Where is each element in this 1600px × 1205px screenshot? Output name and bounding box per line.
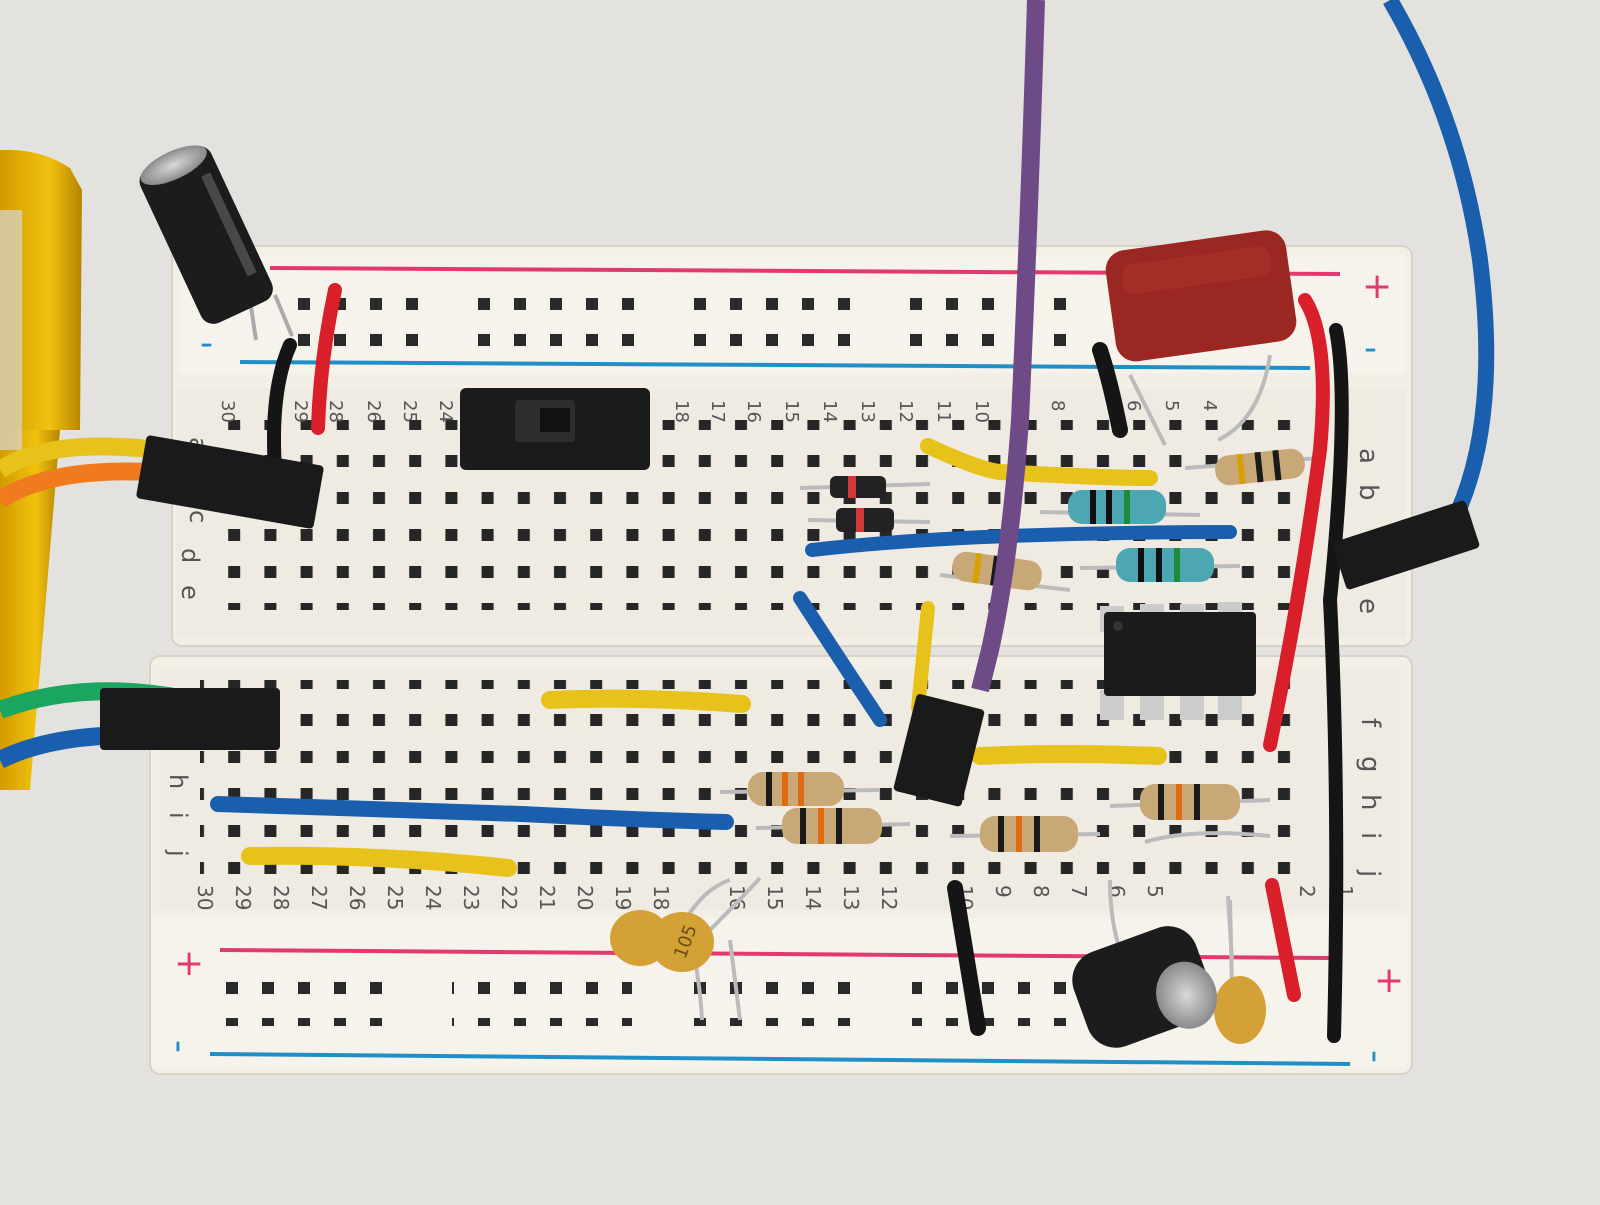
- top-col-15: 15: [781, 400, 802, 423]
- diode: [799, 476, 931, 498]
- bottom-right-letter-j: j: [1355, 869, 1385, 877]
- top-col-24: 24: [435, 400, 456, 423]
- top-col-12: 12: [895, 400, 916, 423]
- bottom-col-16: 16: [725, 885, 749, 910]
- bottom-col-14: 14: [801, 885, 825, 910]
- resistor: [949, 816, 1101, 852]
- bottom-col-15: 15: [763, 885, 787, 910]
- top-col-4: 4: [1199, 400, 1220, 411]
- bottom-right-letter-g: g: [1355, 756, 1385, 773]
- top-right-letter-e: e: [1353, 598, 1383, 614]
- top-col-17: 17: [707, 400, 728, 423]
- top-row-letter-e: e: [176, 585, 204, 600]
- resistor: [1039, 490, 1201, 524]
- bottom-col-18: 18: [649, 885, 673, 910]
- bottom-right-letter-h: h: [1355, 794, 1385, 810]
- red-jumper-wire: [311, 283, 342, 435]
- diode: [807, 508, 931, 532]
- top-col-18: 18: [671, 400, 692, 423]
- bottom-col-7: 7: [1067, 885, 1091, 898]
- resistor: [719, 772, 881, 806]
- bottom-col-22: 22: [497, 885, 521, 910]
- rail-minus-label-right: -: [1364, 328, 1377, 369]
- yellow-jumper-wire: [541, 689, 751, 713]
- top-col-26: 26: [363, 400, 384, 423]
- bottom-col-25: 25: [383, 885, 407, 910]
- ic-chip-icon: [1100, 602, 1256, 720]
- top-right-letter-a: a: [1353, 448, 1383, 464]
- yellow-jumper-wire: [911, 601, 935, 715]
- black-jumper-wire: [1092, 342, 1128, 438]
- top-right-letter-b: b: [1353, 484, 1383, 501]
- top-col-11: 11: [933, 400, 954, 423]
- jumper-lead: [1144, 831, 1271, 844]
- resistor: [1184, 448, 1321, 486]
- bottom-col-13: 13: [839, 885, 863, 910]
- bottom-col-23: 23: [459, 885, 483, 910]
- black-jumper-wire: [267, 338, 297, 477]
- bottom-col-5: 5: [1143, 885, 1167, 898]
- rail-plus-label: +: [1362, 266, 1392, 307]
- bottom-col-9: 9: [991, 885, 1015, 898]
- bottom-rail-plus-left: +: [174, 943, 204, 984]
- red-jumper-wire: [1265, 878, 1301, 1002]
- capacitor-icon: [1072, 879, 1234, 1048]
- purple-wire-connector: [893, 0, 1045, 807]
- top-col-10: 10: [971, 400, 992, 423]
- capacitor-icon: [139, 145, 294, 341]
- bottom-col-26: 26: [345, 885, 369, 910]
- top-row-letter-c: c: [184, 510, 212, 523]
- blue-wire-connector: [1332, 0, 1495, 590]
- bottom-row-letter-i: i: [164, 812, 192, 819]
- bottom-col-21: 21: [535, 885, 559, 910]
- top-col-16: 16: [743, 400, 764, 423]
- top-row-letter-d: d: [176, 548, 204, 563]
- bottom-col-28: 28: [269, 885, 293, 910]
- dupont-cable-green-blue: [0, 682, 280, 769]
- bottom-rail-minus-right: -: [1355, 1050, 1396, 1063]
- top-col-30: 30: [217, 400, 238, 423]
- red-jumper-wire: [1263, 293, 1330, 752]
- bottom-col-24: 24: [421, 885, 445, 910]
- top-col-13: 13: [857, 400, 878, 423]
- blue-jumper-wire: [793, 591, 887, 727]
- bottom-rail-plus-right: +: [1374, 960, 1404, 1001]
- top-col-14: 14: [819, 400, 840, 423]
- top-col-5: 5: [1161, 400, 1182, 411]
- resistor: [755, 808, 911, 844]
- top-col-6: 6: [1123, 400, 1144, 411]
- resistor: [1109, 784, 1271, 820]
- bottom-rail-minus-left: -: [159, 1040, 200, 1053]
- film-capacitor: [1105, 230, 1297, 446]
- bottom-row-letter-j: j: [164, 849, 192, 857]
- black-jumper-wire: [1322, 323, 1349, 1043]
- top-col-8: 8: [1047, 400, 1068, 411]
- black-jumper-wire: [947, 880, 986, 1036]
- blue-jumper-wire: [210, 796, 734, 830]
- bottom-row-letter-h: h: [164, 774, 192, 789]
- yellow-jumper-wire: [241, 846, 517, 877]
- yellow-jumper-wire: [971, 745, 1167, 765]
- dupont-cable-yellow-orange: [0, 435, 324, 529]
- bottom-col-30: 30: [193, 885, 217, 910]
- bottom-right-letter-i: i: [1355, 832, 1385, 839]
- bottom-col-19: 19: [611, 885, 635, 910]
- top-col-28: 28: [325, 400, 346, 423]
- bottom-col-29: 29: [231, 885, 255, 910]
- bottom-right-letter-f: f: [1355, 718, 1385, 728]
- rail-minus-label: -: [200, 323, 213, 364]
- top-col-25: 25: [399, 400, 420, 423]
- switch-icon: [460, 388, 650, 470]
- bottom-col-12: 12: [877, 885, 901, 910]
- top-col-29: 29: [290, 400, 311, 423]
- bottom-col-8: 8: [1029, 885, 1053, 898]
- ceramic-capacitor: 105: [610, 876, 762, 1021]
- bottom-col-20: 20: [573, 885, 597, 910]
- bottom-col-2: 2: [1295, 885, 1319, 898]
- resistor: [1079, 548, 1241, 582]
- bottom-col-27: 27: [307, 885, 331, 910]
